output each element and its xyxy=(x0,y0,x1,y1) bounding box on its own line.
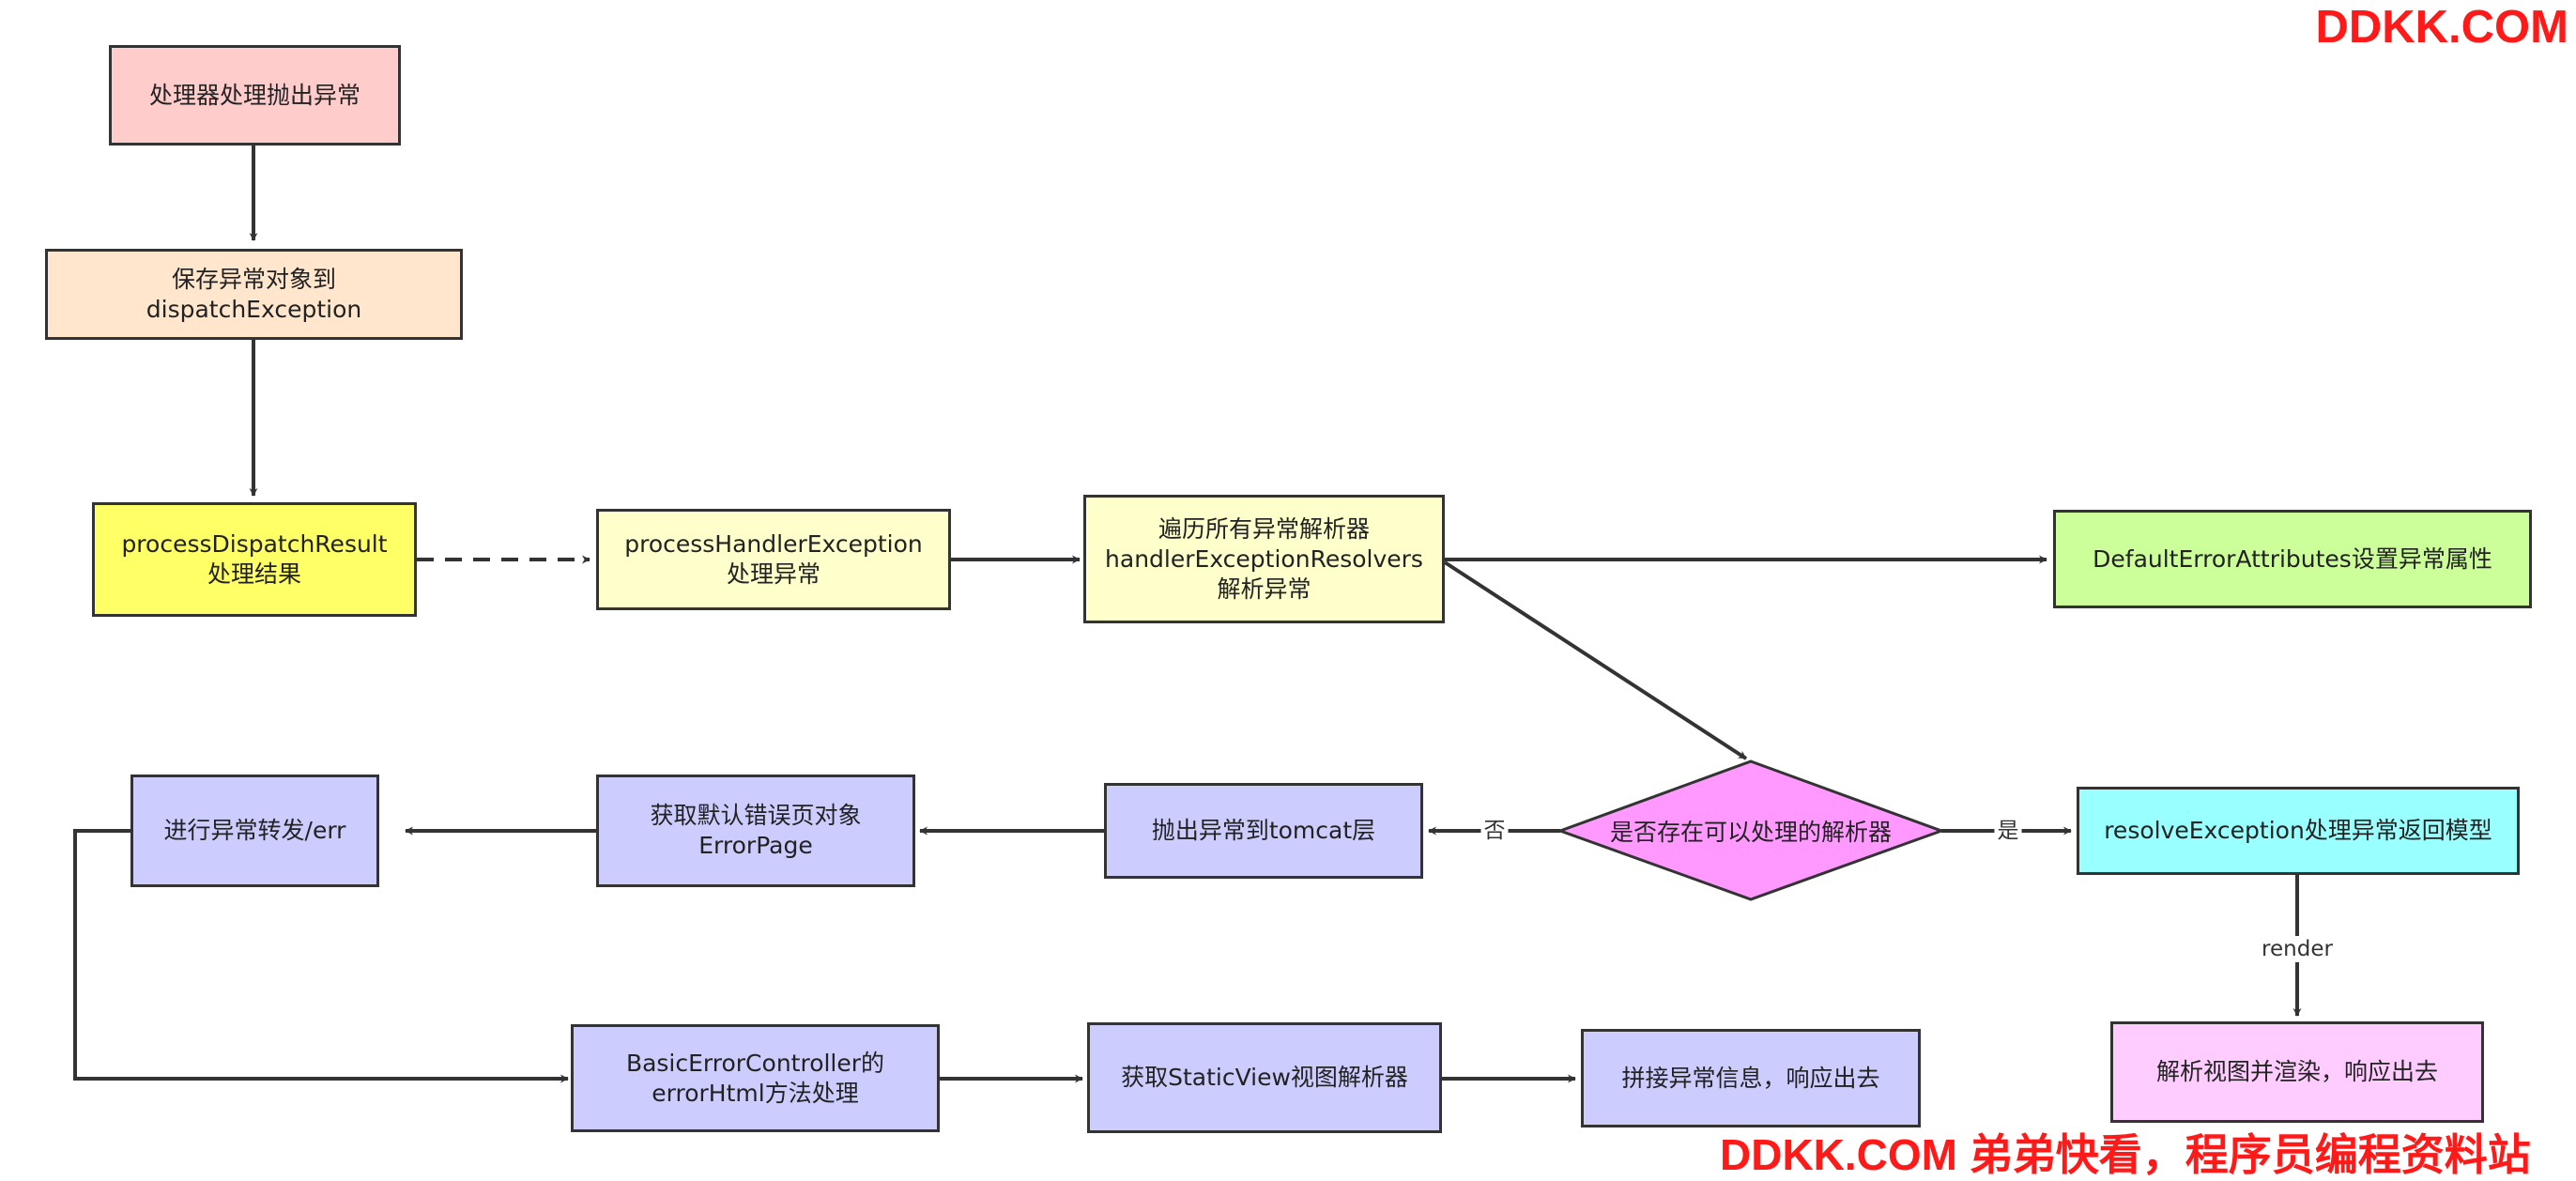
node-label-line: 获取默认错误页对象 xyxy=(650,802,862,829)
edge-label-render: render xyxy=(2259,936,2336,962)
edge-label-no: 否 xyxy=(1480,818,1509,844)
node-label-line: dispatchException xyxy=(146,295,362,323)
node-resolve-exception: resolveException处理异常返回模型 xyxy=(2077,787,2520,875)
watermark-top: DDKK.COM xyxy=(2315,2,2568,53)
node-label-line: DefaultErrorAttributes设置异常属性 xyxy=(2093,544,2492,573)
node-handler-throws-exception: 处理器处理抛出异常 xyxy=(109,45,401,146)
node-label-line: processDispatchResult xyxy=(121,530,388,558)
node-label-line: ErrorPage xyxy=(698,832,813,859)
node-label-line: resolveException处理异常返回模型 xyxy=(2104,817,2492,844)
decision-diamond xyxy=(1556,759,1946,901)
node-label-line: 保存异常对象到 xyxy=(171,265,336,293)
node-label-line: 进行异常转发/err xyxy=(163,817,346,844)
node-concat-exception-info: 拼接异常信息，响应出去 xyxy=(1581,1029,1921,1127)
node-label-line: 是否存在可以处理的解析器 xyxy=(1609,818,1892,846)
node-label-line: 处理结果 xyxy=(207,560,301,588)
node-label-line: 拼接异常信息，响应出去 xyxy=(1621,1064,1880,1092)
node-throw-to-tomcat: 抛出异常到tomcat层 xyxy=(1104,783,1423,879)
node-resolver-exists-decision: 是否存在可以处理的解析器 xyxy=(1560,761,1941,899)
node-label-line: 解析视图并渲染，响应出去 xyxy=(2155,1058,2438,1085)
node-label-line: BasicErrorController的 xyxy=(625,1049,885,1077)
node-default-error-attributes: DefaultErrorAttributes设置异常属性 xyxy=(2053,510,2532,608)
node-forward-to-err: 进行异常转发/err xyxy=(130,775,379,887)
node-get-default-error-page: 获取默认错误页对象 ErrorPage xyxy=(596,775,915,887)
node-label-line: 处理异常 xyxy=(726,560,820,588)
edge-label-yes: 是 xyxy=(1994,818,2022,844)
watermark-bottom: DDKK.COM 弟弟快看，程序员编程资料站 xyxy=(1720,1130,2531,1179)
node-label-line: 解析异常 xyxy=(1217,575,1311,603)
node-label-line: errorHtml方法处理 xyxy=(652,1079,859,1107)
edge-traverse-to-decision xyxy=(1443,560,1748,760)
node-label-line: 获取StaticView视图解析器 xyxy=(1121,1064,1408,1091)
node-label-line: 抛出异常到tomcat层 xyxy=(1151,817,1376,844)
node-label-line: handlerExceptionResolvers xyxy=(1105,544,1423,573)
node-label-line: 遍历所有异常解析器 xyxy=(1158,514,1370,543)
node-get-static-view-resolver: 获取StaticView视图解析器 xyxy=(1087,1022,1442,1133)
node-label-line: processHandlerException xyxy=(624,530,923,558)
node-label-line: 处理器处理抛出异常 xyxy=(148,81,360,109)
node-render-view-response: 解析视图并渲染，响应出去 xyxy=(2110,1021,2484,1123)
edge-forward-to-basic-controller xyxy=(73,829,569,1083)
